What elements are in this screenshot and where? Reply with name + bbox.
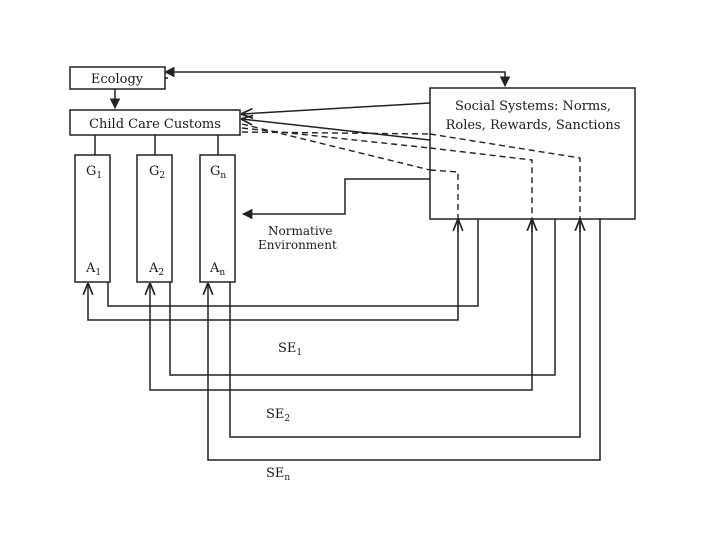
dashed-line-2-inside bbox=[429, 147, 533, 222]
column-1-top-label: G1 bbox=[86, 164, 102, 181]
normative-environment-label-1: Normative bbox=[268, 224, 333, 238]
normative-environment-label-2: Environment bbox=[258, 238, 337, 252]
child-care-customs-box: Child Care Customs bbox=[69, 109, 241, 136]
se1-loop-out bbox=[107, 219, 479, 307]
sen-loop-out bbox=[229, 220, 581, 438]
se1-label: SE1 bbox=[278, 341, 302, 358]
se1-loop-return bbox=[88, 220, 459, 321]
group-column-n: Gn An bbox=[199, 154, 236, 283]
ecology-label: Ecology bbox=[91, 72, 144, 87]
dashed-line-n-inside bbox=[429, 133, 581, 222]
column-2-top-label: G2 bbox=[149, 164, 165, 181]
social-to-customs-arrow-2 bbox=[242, 119, 431, 141]
se2-label: SE2 bbox=[266, 407, 290, 424]
ecology-social-systems-arrow bbox=[163, 66, 511, 88]
social-systems-label-line-2: Roles, Rewards, Sanctions bbox=[446, 118, 621, 133]
se2-loop-return bbox=[150, 220, 533, 391]
ecology-box: Ecology bbox=[69, 66, 166, 90]
dashed-line-1-inside bbox=[429, 169, 459, 222]
column-1-bottom-label: A1 bbox=[85, 261, 101, 278]
customs-to-columns-connectors bbox=[94, 135, 219, 155]
social-to-customs-arrow-1 bbox=[242, 102, 431, 114]
se2-loop-out bbox=[169, 219, 556, 376]
column-n-bottom-label: An bbox=[209, 261, 225, 278]
dashed-line-1-outside bbox=[241, 123, 431, 171]
group-column-2: G2 A2 bbox=[136, 154, 173, 283]
group-column-1: G1 A1 bbox=[74, 154, 111, 283]
column-n-top-label: Gn bbox=[210, 164, 226, 181]
social-systems-label-line-1: Social Systems: Norms, bbox=[455, 99, 611, 114]
column-2-bottom-label: A2 bbox=[148, 261, 164, 278]
sen-label: SEn bbox=[266, 466, 290, 483]
normative-environment-arrow bbox=[241, 178, 430, 220]
child-care-customs-label: Child Care Customs bbox=[89, 117, 221, 132]
sen-loop-return bbox=[208, 219, 601, 461]
social-systems-box: Social Systems: Norms, Roles, Rewards, S… bbox=[429, 87, 636, 220]
